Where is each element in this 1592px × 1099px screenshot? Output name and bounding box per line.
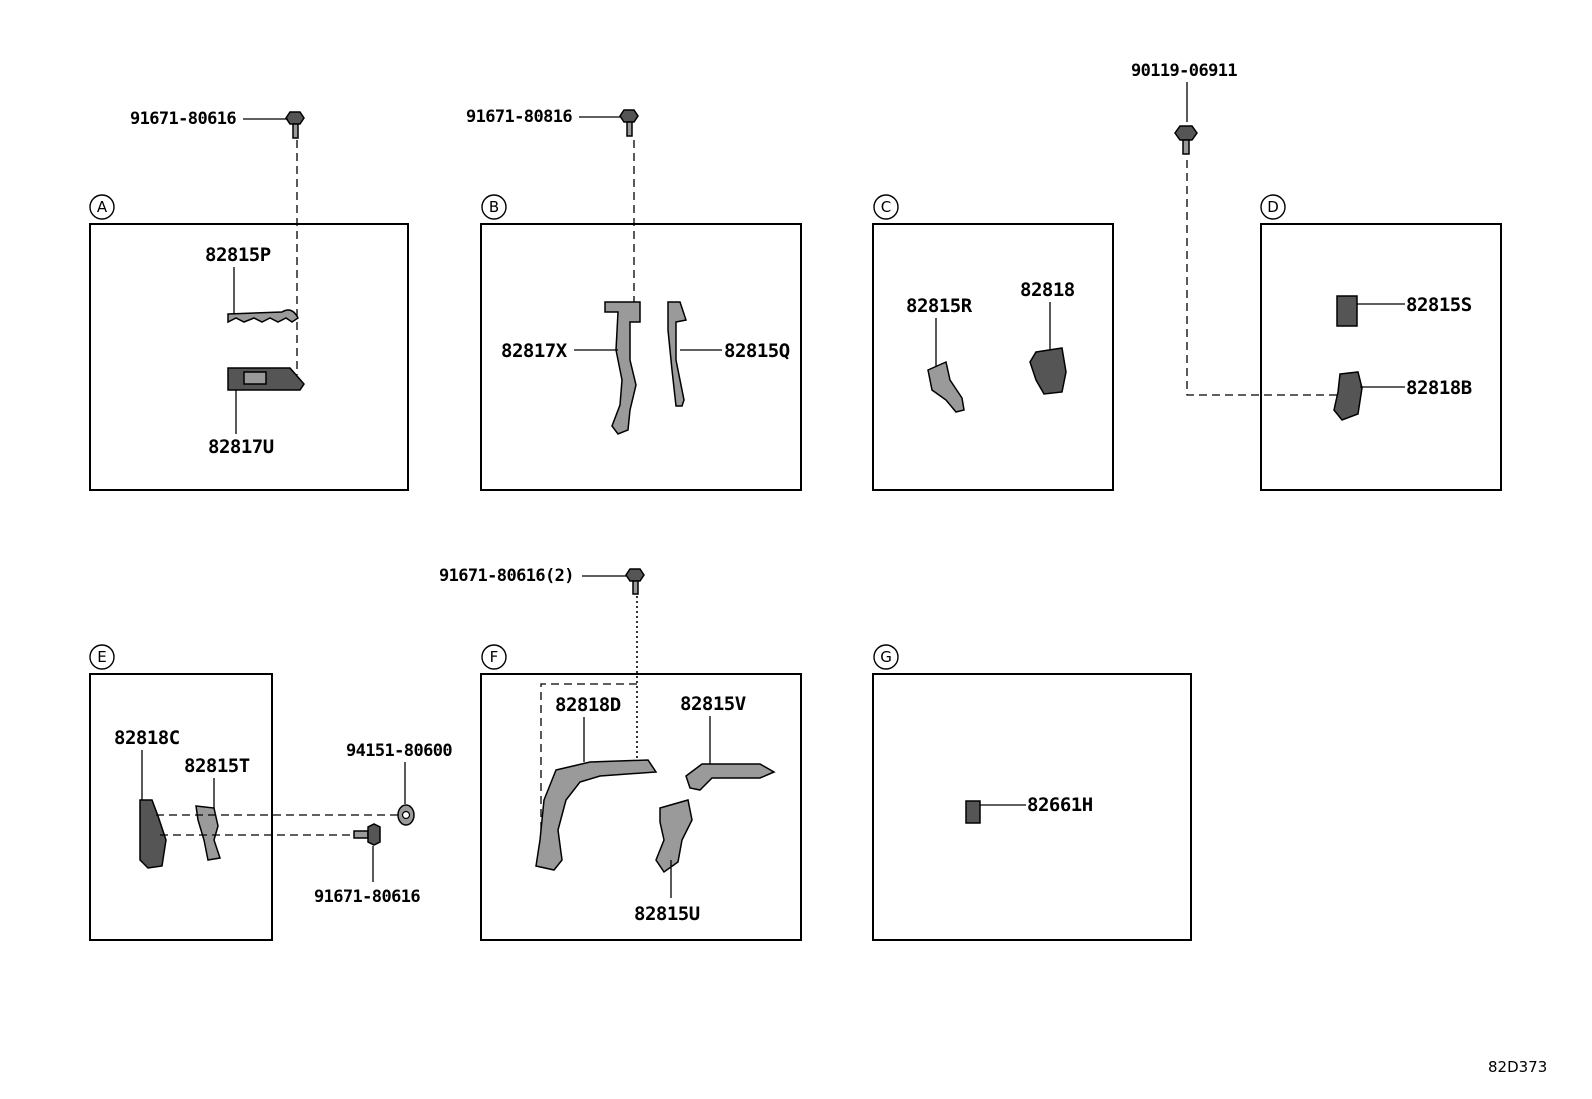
section-g-letter: G [880, 648, 892, 666]
section-a-marker [89, 194, 115, 220]
section-b-marker [481, 194, 507, 220]
part-label-91671-80616-2: 91671-80616(2) [439, 566, 574, 586]
connector-82661h [965, 800, 981, 824]
section-f: F 91671-80616(2) 82818D 82815V 82815U [439, 566, 802, 941]
section-e-marker [89, 644, 115, 670]
connector-82818b [1333, 371, 1363, 421]
part-label-82815r: 82815R [906, 295, 973, 317]
part-label-82815v: 82815V [680, 693, 746, 715]
section-c-letter: C [881, 198, 891, 216]
part-label-82818: 82818 [1020, 279, 1075, 301]
part-label-82818d: 82818D [555, 694, 621, 716]
part-label-82815q: 82815Q [724, 340, 790, 362]
section-g: G 82661H [872, 644, 1192, 941]
part-label-82815u: 82815U [634, 903, 700, 925]
part-label-91671-80616-e: 91671-80616 [314, 887, 420, 907]
section-d-marker [1260, 194, 1286, 220]
section-e: E 82818C 82815T 94151-80600 91671-80616 [89, 644, 453, 941]
section-g-box [872, 673, 1192, 941]
bracket-82815t [195, 805, 221, 861]
section-f-marker [481, 644, 507, 670]
part-label-82815s: 82815S [1406, 294, 1472, 316]
section-e-box [89, 673, 273, 941]
section-c-marker [873, 194, 899, 220]
bracket-82815p [227, 309, 299, 324]
section-b: B 91671-80816 82817X 82815Q [466, 107, 802, 491]
connector-82815s [1336, 295, 1358, 327]
bolt-icon [353, 823, 381, 846]
part-label-91671-80616: 91671-80616 [130, 109, 236, 129]
part-label-82815t: 82815T [184, 755, 250, 777]
part-label-82817u: 82817U [208, 436, 274, 458]
bolt-icon [285, 111, 305, 139]
part-label-82661h: 82661H [1027, 794, 1093, 816]
section-b-letter: B [489, 198, 499, 216]
harness-82815u [655, 799, 693, 874]
section-f-box [480, 673, 802, 941]
section-b-box [480, 223, 802, 491]
section-a-box [89, 223, 409, 491]
section-c-box [872, 223, 1114, 491]
section-d-letter: D [1267, 198, 1279, 216]
part-label-90119-06911: 90119-06911 [1131, 61, 1237, 81]
section-a-letter: A [97, 198, 108, 216]
section-e-letter: E [97, 648, 106, 666]
section-a: A 91671-80616 82815P 82817U [89, 109, 409, 491]
part-label-91671-80816: 91671-80816 [466, 107, 572, 127]
bracket-82815r [927, 360, 965, 413]
part-label-82818c: 82818C [114, 727, 180, 749]
connector-82818c [139, 799, 167, 869]
harness-82818d [535, 759, 658, 871]
section-f-letter: F [490, 648, 499, 666]
section-d-box [1260, 223, 1502, 491]
bolt-icon [619, 109, 639, 137]
bolt-icon [1174, 125, 1198, 155]
bracket-82817x [604, 301, 641, 435]
section-c: C 82815R 82818 [872, 194, 1114, 491]
part-label-82817x: 82817X [501, 340, 568, 362]
section-g-marker [873, 644, 899, 670]
section-d: D 90119-06911 82815S 82818B [1131, 61, 1502, 491]
nut-icon [397, 804, 415, 826]
harness-82815v [685, 763, 776, 791]
bolt-icon [625, 568, 645, 595]
part-label-82818b: 82818B [1406, 377, 1472, 399]
bracket-82815q [667, 301, 687, 407]
part-label-94151-80600: 94151-80600 [346, 741, 452, 761]
figure-reference: 82D373 [1488, 1058, 1547, 1076]
part-label-82815p: 82815P [205, 244, 271, 266]
connector-82818 [1029, 347, 1067, 395]
